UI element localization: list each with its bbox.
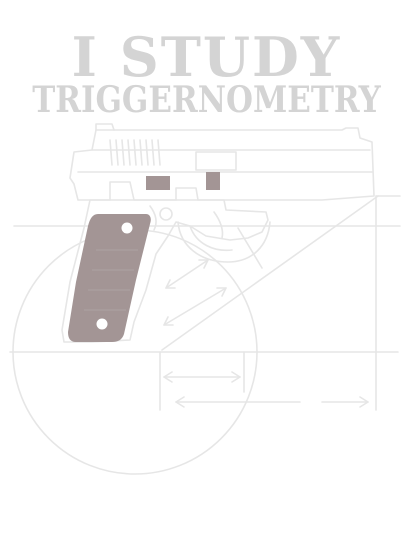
grip-screw-top [121, 222, 133, 234]
construction-lines [9, 195, 401, 475]
trigger-guide-line [237, 227, 263, 269]
grip-panel [68, 214, 151, 342]
grip-screw-bottom [96, 318, 108, 330]
headline-line-1: I STUDY [71, 25, 342, 89]
headline-line-2: TRIGGERNOMETRY [32, 79, 381, 121]
dimension-arrow-icon [163, 259, 369, 408]
decocking-lever [206, 172, 220, 190]
hypotenuse-line [161, 195, 379, 351]
grip-checkering [84, 249, 138, 311]
slide-release-lever [146, 176, 170, 190]
